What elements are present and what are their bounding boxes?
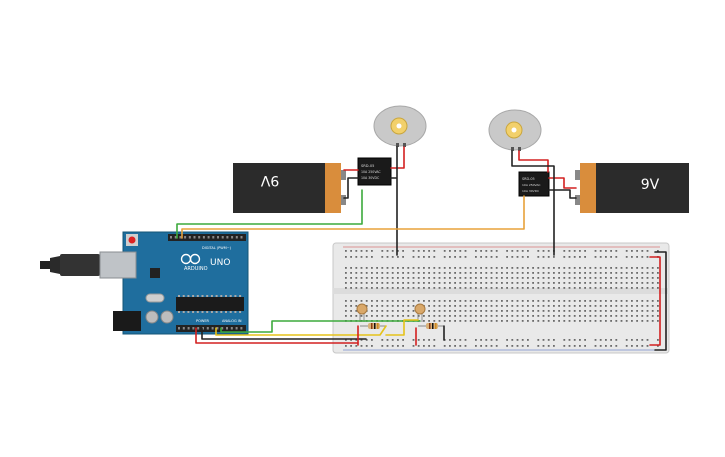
battery-right-terminal: [575, 170, 580, 180]
wire-black-gnd: [201, 327, 367, 340]
battery-left-label: 9V: [260, 172, 279, 188]
battery-right-terminal: [575, 195, 580, 205]
analog-header-label: ANALOG IN: [222, 319, 242, 323]
relay-left-text-2: 10A 250VAC: [361, 170, 381, 174]
wire-black-rail-right: [654, 251, 667, 351]
dc-motor-left[interactable]: [373, 105, 427, 147]
wire-red-right-motor: [518, 150, 549, 173]
battery-left-terminal: [341, 170, 346, 180]
wire-yellow-bridge: [385, 319, 419, 336]
relay-left-text-3: 10A 30VDC: [361, 176, 380, 180]
crystal: [145, 293, 165, 303]
resistor-1[interactable]: [360, 323, 386, 329]
power-jack: [113, 311, 141, 331]
wire-red-right-battery: [548, 177, 577, 189]
power-analog-pins: [178, 327, 243, 330]
arduino-logo: [180, 253, 201, 265]
wire-green-a1: [220, 320, 421, 333]
wire-green-relay-signal: [176, 189, 363, 239]
power-analog-header[interactable]: [176, 325, 246, 332]
arduino-brand-text: ARDUINO: [184, 266, 208, 272]
usb-plug: [50, 256, 60, 274]
photoresistor-2[interactable]: [414, 303, 426, 322]
relay-right[interactable]: SRD-05 10A 250VAC 10A 30VDC: [518, 171, 550, 197]
arduino-model-text: UNO: [210, 258, 230, 268]
battery-right-cap: [580, 163, 596, 213]
usb-plug-tip: [40, 261, 50, 269]
breadboard[interactable]: [332, 242, 670, 354]
wire-red-5v: [195, 327, 359, 344]
battery-left-cap: [325, 163, 341, 213]
battery-right[interactable]: 9V: [575, 163, 689, 213]
wire-yellow-a0: [215, 325, 387, 336]
relay-left-text-1: SRD-05: [361, 164, 374, 168]
dc-motor-right[interactable]: [488, 109, 542, 151]
wire-orange-relay-signal: [181, 195, 525, 239]
wire-black-right-battery: [548, 189, 577, 199]
usb-chip: [150, 268, 160, 278]
chip-pins: [178, 295, 242, 313]
relay-right-text-3: 10A 30VDC: [522, 189, 539, 193]
battery-left-body: [233, 163, 325, 213]
wire-black-left-battery: [343, 177, 359, 199]
battery-right-label: 9V: [641, 177, 660, 193]
digital-header-label: DIGITAL (PWM~): [202, 246, 232, 250]
relay-right-text-1: SRD-05: [522, 177, 535, 181]
digital-pins: [170, 236, 243, 239]
capacitor: [160, 310, 174, 324]
wires: [176, 146, 667, 351]
arduino-uno-board[interactable]: DIGITAL (PWM~) ARDUINO UNO POWER ANALOG …: [40, 231, 249, 335]
battery-left[interactable]: 9V: [233, 163, 346, 213]
capacitor: [145, 310, 159, 324]
usb-port: [99, 251, 137, 279]
digital-header[interactable]: [168, 234, 246, 241]
battery-left-terminal: [341, 195, 346, 205]
battery-right-body: [596, 163, 689, 213]
reset-button-cap: [128, 236, 136, 244]
wire-black-right-motor: [511, 150, 555, 256]
wire-red-left-motor: [390, 146, 405, 169]
relay-left[interactable]: SRD-05 10A 250VAC 10A 30VDC: [357, 157, 392, 186]
resistor-2[interactable]: [418, 323, 444, 329]
atmega-chip: [176, 297, 244, 311]
usb-cable-head: [60, 254, 100, 276]
power-header-label: POWER: [196, 319, 210, 323]
wire-red-rail-right: [649, 256, 661, 346]
relay-right-text-2: 10A 250VAC: [522, 183, 541, 187]
